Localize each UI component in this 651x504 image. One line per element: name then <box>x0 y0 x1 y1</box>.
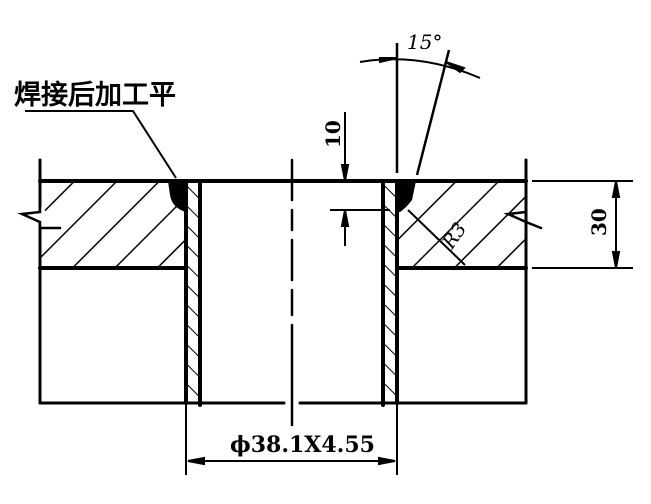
angle-dimension <box>359 43 481 176</box>
weld-beads <box>168 181 416 212</box>
pipe-wall-left <box>186 181 200 403</box>
thickness-label: 30 <box>587 208 611 236</box>
weld-note-label: 焊接后加工平 <box>14 80 176 111</box>
radius-leader <box>407 209 466 266</box>
angle-label: 15° <box>407 30 442 54</box>
plate-section-right <box>397 181 526 268</box>
depth-label: 10 <box>321 120 345 148</box>
plate-section-left <box>40 181 186 268</box>
leader-weld-note <box>25 110 177 179</box>
pipe-diameter-dimension <box>185 403 398 475</box>
thickness-dimension <box>532 180 633 269</box>
pipe-wall-right <box>383 181 397 403</box>
outlines <box>17 158 543 427</box>
pipe-spec-label: ϕ38.1X4.55 <box>230 432 375 458</box>
depth-dimension <box>330 112 390 246</box>
